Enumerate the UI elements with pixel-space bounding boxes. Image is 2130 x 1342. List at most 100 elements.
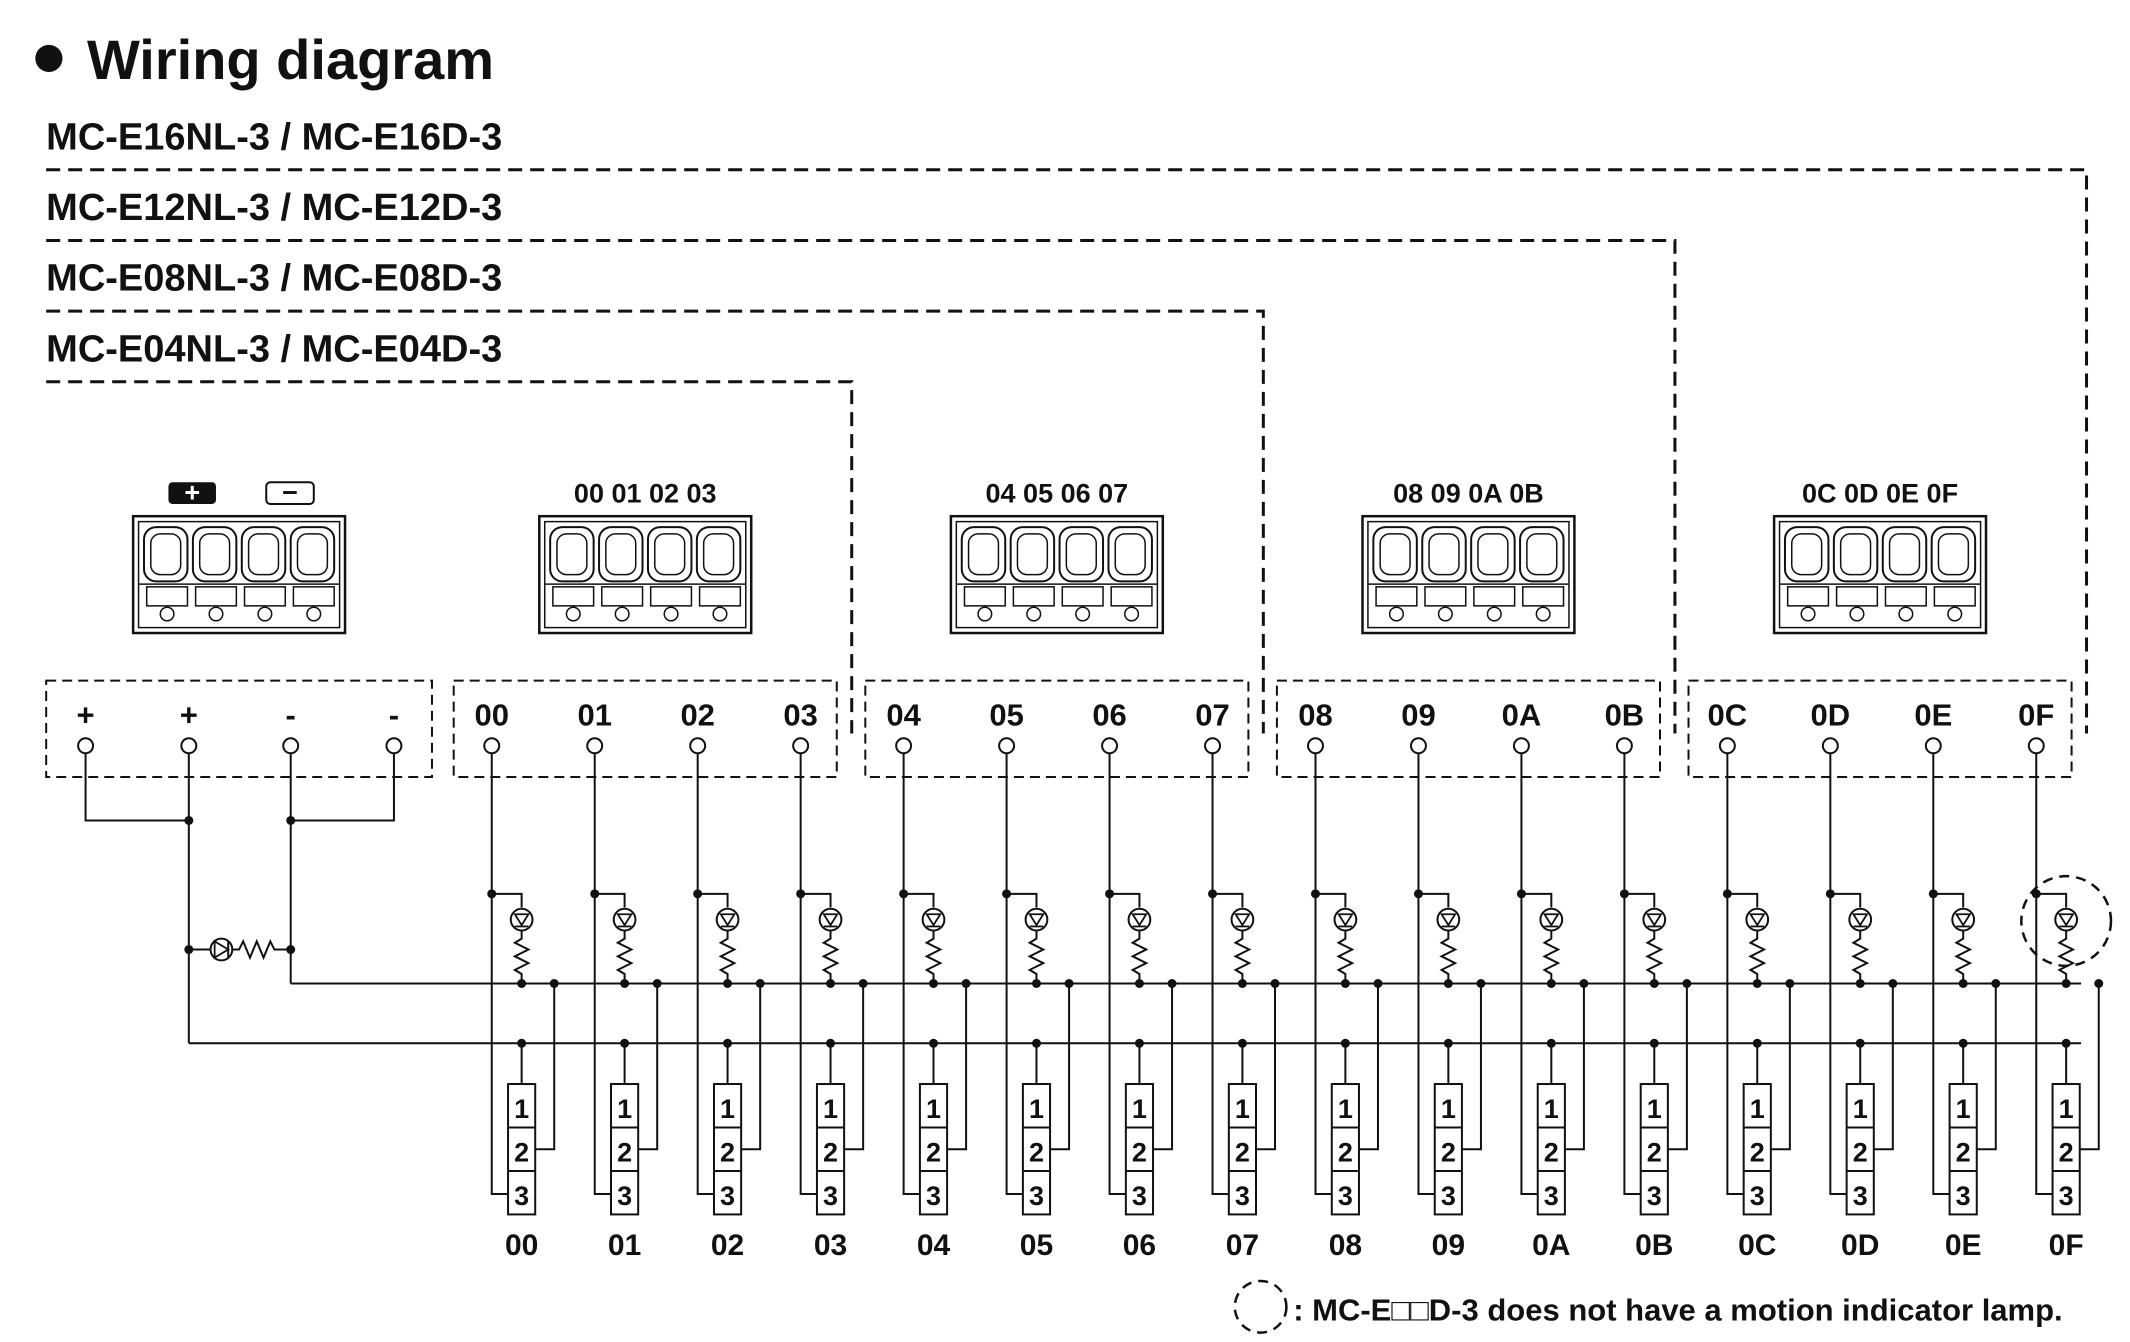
output-pin-number: 1 [926,1094,941,1124]
junction-dot [1443,978,1453,988]
release-lever [145,586,189,607]
socket-inner [1016,533,1049,576]
socket-outline [1519,526,1565,583]
junction-dot [723,1038,733,1048]
indicator-led-diode [1028,913,1045,927]
socket-outline [1421,526,1467,583]
power-terminal-label: + [180,697,198,732]
resistor-icon [615,930,634,984]
junction-dot [1134,978,1144,988]
junction-dot [1958,1038,1968,1048]
output-pin-number: 1 [720,1094,735,1124]
power-connector [131,514,347,635]
output-socket: 123 [2051,1083,2081,1216]
output-terminal-label: 04 [886,697,921,732]
output-pin-number: 3 [1235,1181,1250,1211]
terminal-screw [1924,737,1942,755]
socket-inner [654,533,686,576]
release-hole [208,606,224,622]
junction-dot [1752,978,1762,988]
connector-channel-label: 08 09 0A 0B [1393,479,1544,509]
release-lever [1884,586,1927,607]
output-socket: 123 [1536,1083,1566,1216]
terminal-screw [282,737,300,755]
output-pin-number: 1 [1647,1094,1662,1124]
junction-dot [1958,978,1968,988]
junction-dot [1031,1038,1041,1048]
release-lever [1473,586,1516,607]
resistor-icon [1439,930,1458,984]
pin2-wire [1153,983,1174,1151]
signal-wire [1829,753,1847,1196]
output-pin-number: 2 [1956,1137,1971,1167]
release-hole [1898,606,1914,622]
junction-dot [2061,1038,2071,1048]
output-pin-number: 1 [2059,1094,2074,1124]
socket-outline [1124,1083,1155,1216]
junction-dot [286,945,296,955]
terminal-screw [1512,737,1530,755]
output-pin-number: 2 [1441,1137,1456,1167]
power-terminal-label: + [77,697,95,732]
indicator-led-diode [616,913,634,927]
pin2-wire [1050,983,1071,1151]
terminal-screw [385,737,403,755]
socket-inner [198,533,231,576]
output-channel-label: 0D [1841,1229,1879,1262]
junction-dot [517,1038,527,1048]
socket-outline [191,526,238,583]
release-lever [1835,586,1879,607]
led-branch-wire [1624,892,1656,908]
output-pin-number: 1 [823,1094,838,1124]
pin2-wire [1564,983,1585,1151]
footnote-text: : MC-E□□D-3 does not have a motion indic… [1293,1292,2062,1327]
output-terminal-box [864,679,1250,779]
release-hole [1388,606,1404,622]
release-hole [1947,606,1963,622]
junction-dot [652,978,662,988]
signal-wire [1314,753,1332,1196]
output-socket: 123 [712,1083,743,1216]
output-channel-label: 01 [608,1229,641,1262]
output-channel-label: 05 [1020,1229,1053,1262]
signal-wire [799,753,817,1196]
junction-dot [1476,978,1486,988]
signal-wire [696,753,714,1196]
output-terminal-label: 0F [2018,697,2054,732]
no-lamp-marker [2020,874,2113,968]
led-branch-wire [1830,892,1862,908]
socket-outline [1536,1083,1566,1216]
output-pin-number: 1 [1132,1094,1147,1124]
led-branch-wire [491,892,523,908]
output-socket: 123 [1330,1083,1360,1216]
output-pin-number: 1 [617,1094,632,1124]
bullet-icon [35,44,63,72]
output-pin-number: 1 [1441,1094,1456,1124]
led-branch-wire [697,892,729,908]
pin2-wire [1358,983,1379,1151]
indicator-led-diode [719,913,736,927]
output-channel-label: 00 [505,1229,538,1262]
resistor-icon [1954,930,1973,984]
release-lever [552,586,595,607]
output-socket: 123 [815,1083,846,1216]
output-socket: 123 [1433,1083,1463,1216]
output-socket: 123 [1948,1083,1978,1216]
pin2-wire [1976,983,1997,1151]
output-pin-number: 1 [1853,1094,1868,1124]
release-hole [663,606,679,622]
socket-outline [1639,1083,1669,1216]
socket-outline [1433,1083,1463,1216]
terminal-screw [1718,737,1736,755]
output-socket: 123 [918,1083,949,1216]
terminal-screw [1204,737,1221,755]
release-hole [1535,606,1551,622]
output-terminal-box [452,679,838,779]
led-branch-wire [1109,892,1141,908]
connector-inner [543,520,747,629]
junction-dot [1649,1038,1659,1048]
junction-dot [1310,889,1320,899]
terminal-screw [1101,737,1119,755]
model-label: MC-E12NL-3 / MC-E12D-3 [46,187,502,229]
model-range-line [46,168,2089,734]
